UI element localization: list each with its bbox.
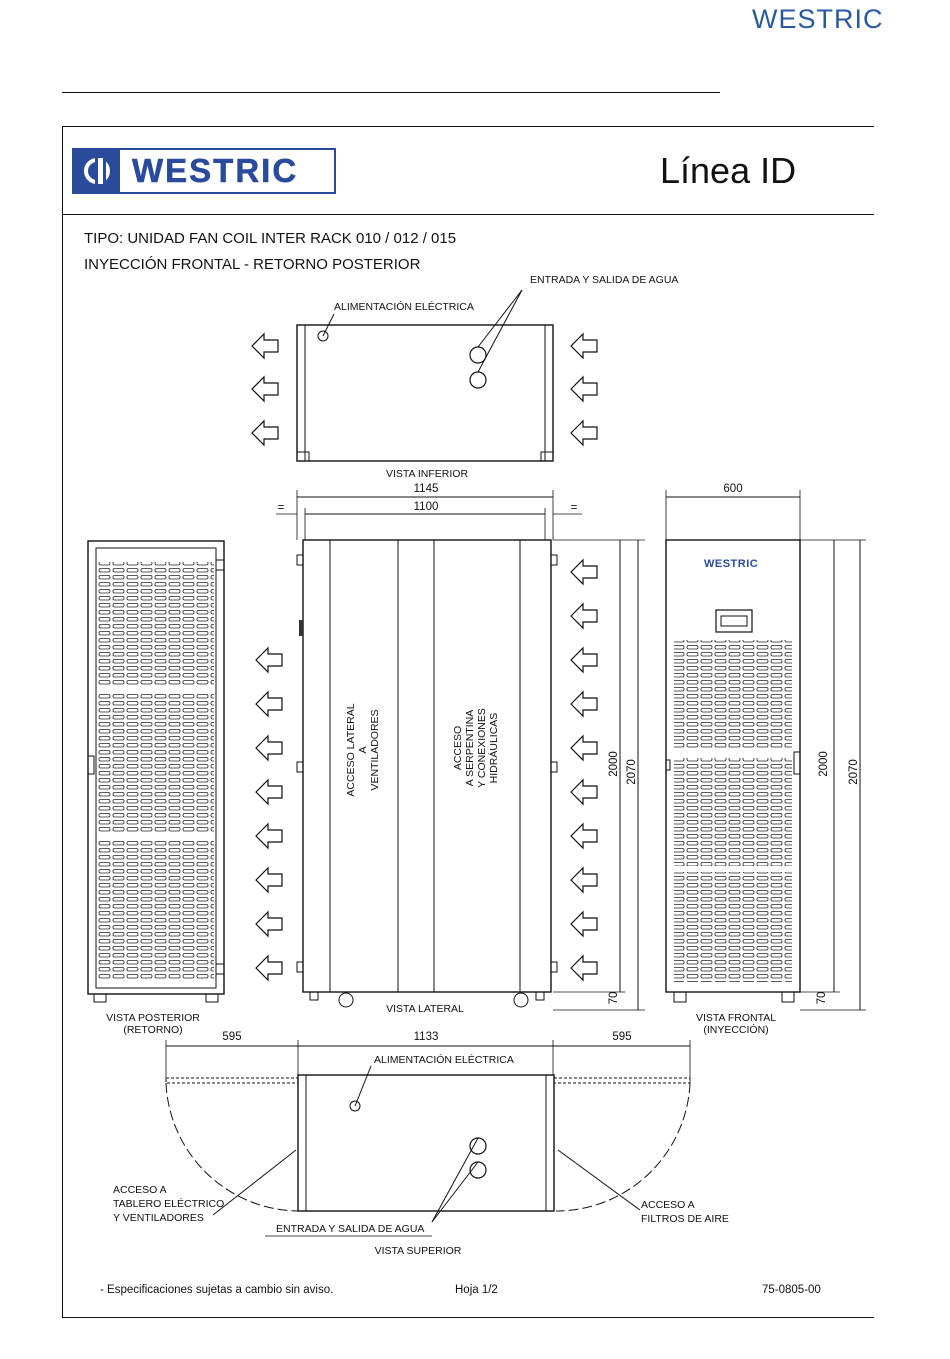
airflow-subtitle: INYECCIÓN FRONTAL - RETORNO POSTERIOR xyxy=(84,256,421,273)
side-height-outer: 2070 xyxy=(626,759,638,785)
top-access-right-label: ACCESO A FILTROS DE AIRE xyxy=(641,1199,729,1225)
rear-view xyxy=(87,540,225,1003)
top-access-left-label: ACCESO A TABLERO ELÉCTRICO Y VENTILADORE… xyxy=(113,1184,225,1224)
side-outer-width: 1145 xyxy=(413,483,439,495)
front-height-inner: 2000 xyxy=(818,751,830,777)
inferior-power-label: ALIMENTACIÓN ELÉCTRICA xyxy=(334,301,474,313)
side-base-height: 70 xyxy=(608,991,620,1005)
front-view-label: VISTA FRONTAL (INYECCIÓN) xyxy=(695,1012,777,1036)
side-view-label: VISTA LATERAL xyxy=(386,1003,464,1015)
footer-sheet: Hoja 1/2 xyxy=(455,1284,498,1296)
inferior-water-label: ENTRADA Y SALIDA DE AGUA xyxy=(530,274,679,286)
front-base-height: 70 xyxy=(816,991,828,1005)
header-separator xyxy=(62,214,874,215)
equal-mark-left: = xyxy=(277,502,285,514)
top-power-label: ALIMENTACIÓN ELÉCTRICA xyxy=(374,1054,514,1066)
top-right-swing: 595 xyxy=(612,1031,632,1043)
access-coil-label: ACCESO A SERPENTINA Y CONEXIONES HIDRÁUL… xyxy=(452,708,500,788)
top-rule xyxy=(62,92,720,93)
unit-type-title: TIPO: UNIDAD FAN COIL INTER RACK 010 / 0… xyxy=(84,230,457,247)
front-brand-logo: WESTRIC xyxy=(704,558,759,570)
rear-view-label: VISTA POSTERIOR (RETORNO) xyxy=(106,1012,200,1036)
side-view xyxy=(255,490,645,1011)
top-left-swing: 595 xyxy=(222,1031,242,1043)
top-view xyxy=(165,1040,691,1237)
logo-text: WESTRIC xyxy=(132,152,299,190)
top-body-width: 1133 xyxy=(413,1031,439,1043)
access-fans-label: ACCESO LATERAL A VENTILADORES xyxy=(345,703,381,797)
equal-mark-right: = xyxy=(570,502,578,514)
front-view xyxy=(665,490,866,1011)
top-water-label: ENTRADA Y SALIDA DE AGUA xyxy=(276,1223,425,1235)
side-inner-width: 1100 xyxy=(413,501,439,513)
bottom-view xyxy=(251,289,598,462)
westric-logo: WESTRIC xyxy=(72,148,336,194)
corner-brand-logo: WESTRIC xyxy=(752,4,884,34)
top-view-label: VISTA SUPERIOR xyxy=(374,1245,462,1257)
footer-code: 75-0805-00 xyxy=(762,1284,821,1296)
power-symbol-icon xyxy=(74,150,120,192)
footer-disclaimer: - Especificaciones sujetas a cambio sin … xyxy=(100,1284,334,1296)
front-height-outer: 2070 xyxy=(848,759,860,785)
front-width: 600 xyxy=(723,483,743,495)
series-title: Línea ID xyxy=(660,150,797,191)
side-height-inner: 2000 xyxy=(608,751,620,777)
inferior-view-label: VISTA INFERIOR xyxy=(385,468,469,480)
drawing-frame xyxy=(62,126,874,1318)
